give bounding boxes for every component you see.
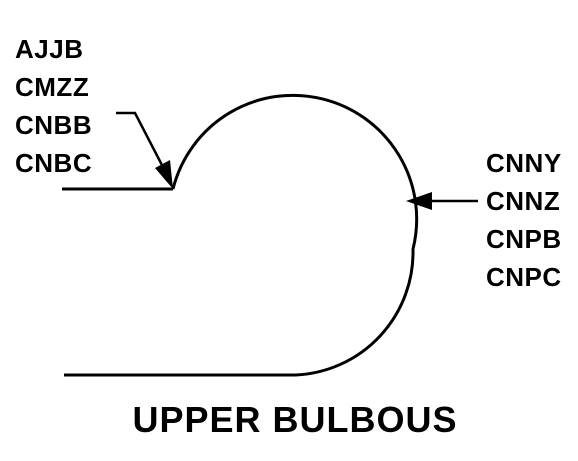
left-code-label: AJJB (15, 34, 84, 64)
diagram-caption: UPPER BULBOUS (132, 399, 458, 440)
left-code-labels: AJJB CMZZ CNBB CNBC (15, 30, 92, 182)
left-code-label: CNBB (15, 110, 93, 140)
right-code-label: CNPC (486, 262, 562, 292)
right-code-label: CNNZ (486, 186, 561, 216)
left-leader-line (116, 111, 166, 170)
left-code-label: CNBC (15, 148, 93, 178)
right-arrowhead (406, 192, 432, 210)
left-code-label: CMZZ (15, 72, 90, 102)
right-code-labels: CNNY CNNZ CNPB CNPC (486, 144, 562, 296)
right-code-label: CNNY (486, 148, 562, 178)
left-arrowhead (155, 160, 173, 189)
right-code-label: CNPB (486, 224, 562, 254)
bulb-outline (171, 93, 419, 377)
